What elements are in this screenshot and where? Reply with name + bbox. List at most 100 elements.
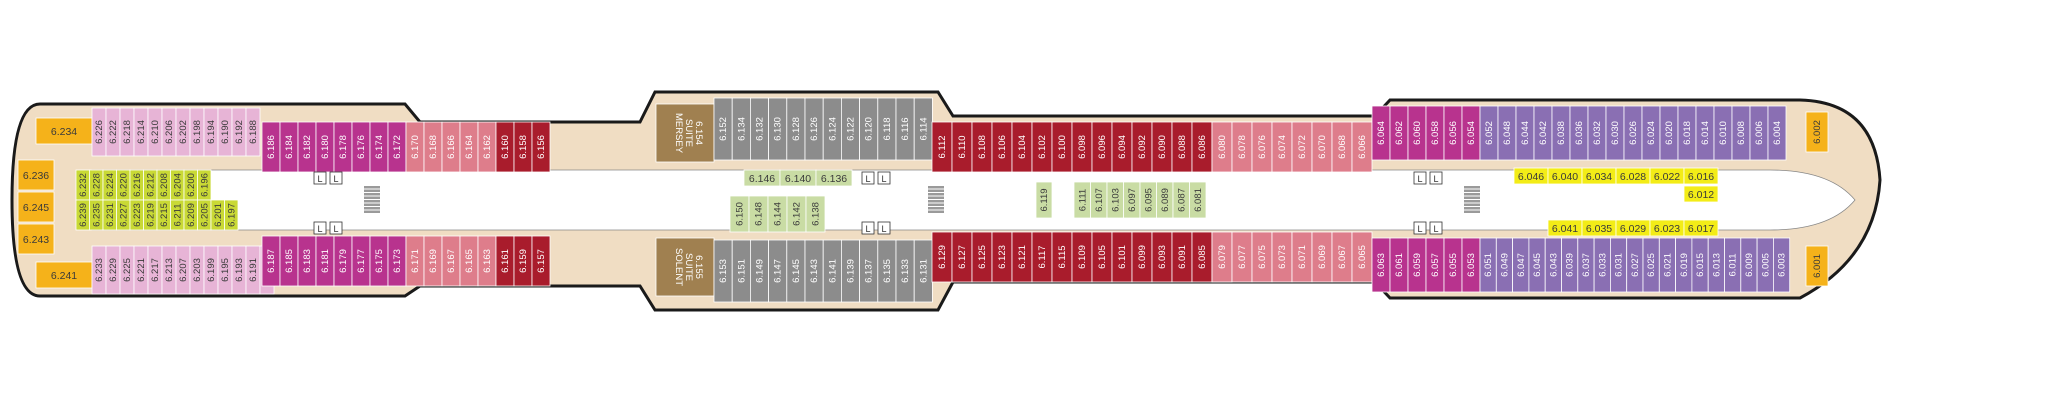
cabin-6-110[interactable]: 6.110 [951, 121, 973, 173]
cabin-6-111[interactable]: 6.111 [1073, 181, 1091, 219]
cabin-6-172[interactable]: 6.172 [387, 121, 407, 173]
cabin-6-180[interactable]: 6.180 [315, 121, 335, 173]
cabin-6-199[interactable]: 6.199 [203, 245, 219, 295]
cabin-6-022[interactable]: 6.022 [1649, 167, 1685, 185]
cabin-6-039[interactable]: 6.039 [1561, 237, 1579, 293]
cabin-6-179[interactable]: 6.179 [333, 235, 353, 287]
cabin-6-085[interactable]: 6.085 [1191, 231, 1213, 283]
cabin-6-127[interactable]: 6.127 [951, 231, 973, 283]
cabin-6-174[interactable]: 6.174 [369, 121, 389, 173]
cabin-6-149[interactable]: 6.149 [750, 239, 770, 303]
cabin-6-228[interactable]: 6.228 [89, 169, 104, 201]
cabin-6-129[interactable]: 6.129 [931, 231, 953, 283]
cabin-6-143[interactable]: 6.143 [804, 239, 824, 303]
cabin-6-012[interactable]: 6.012 [1683, 185, 1719, 203]
cabin-6-086[interactable]: 6.086 [1191, 121, 1213, 173]
cabin-6-213[interactable]: 6.213 [161, 245, 177, 295]
cabin-6-100[interactable]: 6.100 [1051, 121, 1073, 173]
cabin-6-185[interactable]: 6.185 [279, 235, 299, 287]
cabin-6-207[interactable]: 6.207 [175, 245, 191, 295]
cabin-6-087[interactable]: 6.087 [1172, 181, 1190, 219]
cabin-6-188[interactable]: 6.188 [245, 107, 261, 157]
cabin-6-069[interactable]: 6.069 [1311, 231, 1333, 283]
cabin-6-125[interactable]: 6.125 [971, 231, 993, 283]
cabin-6-203[interactable]: 6.203 [189, 245, 205, 295]
cabin-6-209[interactable]: 6.209 [183, 199, 198, 231]
cabin-6-162[interactable]: 6.162 [477, 121, 497, 173]
cabin-6-035[interactable]: 6.035 [1581, 219, 1617, 237]
cabin-6-055[interactable]: 6.055 [1443, 237, 1463, 293]
cabin-6-060[interactable]: 6.060 [1407, 105, 1427, 161]
cabin-6-191[interactable]: 6.191 [245, 245, 261, 295]
cabin-6-023[interactable]: 6.023 [1649, 219, 1685, 237]
cabin-6-116[interactable]: 6.116 [895, 97, 915, 161]
cabin-6-068[interactable]: 6.068 [1331, 121, 1353, 173]
cabin-6-170[interactable]: 6.170 [405, 121, 425, 173]
cabin-6-157[interactable]: 6.157 [531, 235, 551, 287]
cabin-6-088[interactable]: 6.088 [1171, 121, 1193, 173]
cabin-6-089[interactable]: 6.089 [1156, 181, 1174, 219]
cabin-6-215[interactable]: 6.215 [156, 199, 171, 231]
cabin-6-201[interactable]: 6.201 [210, 199, 225, 231]
cabin-6-004[interactable]: 6.004 [1767, 105, 1787, 161]
cabin-6-161[interactable]: 6.161 [495, 235, 515, 287]
cabin-6-028[interactable]: 6.028 [1615, 167, 1651, 185]
cabin-6-227[interactable]: 6.227 [116, 199, 131, 231]
cabin-6-048[interactable]: 6.048 [1497, 105, 1517, 161]
cabin-6-164[interactable]: 6.164 [459, 121, 479, 173]
cabin-6-018[interactable]: 6.018 [1677, 105, 1697, 161]
cabin-6-091[interactable]: 6.091 [1171, 231, 1193, 283]
cabin-6-044[interactable]: 6.044 [1515, 105, 1535, 161]
cabin-6-177[interactable]: 6.177 [351, 235, 371, 287]
cabin-6-194[interactable]: 6.194 [203, 107, 219, 157]
cabin-6-066[interactable]: 6.066 [1351, 121, 1373, 173]
cabin-6-077[interactable]: 6.077 [1231, 231, 1253, 283]
cabin-6-153[interactable]: 6.153 [713, 239, 733, 303]
cabin-6-217[interactable]: 6.217 [147, 245, 163, 295]
cabin-6-003[interactable]: 6.003 [1773, 237, 1791, 293]
cabin-6-027[interactable]: 6.027 [1626, 237, 1644, 293]
cabin-6-112[interactable]: 6.112 [931, 121, 953, 173]
cabin-6-024[interactable]: 6.024 [1641, 105, 1661, 161]
cabin-6-009[interactable]: 6.009 [1740, 237, 1758, 293]
cabin-6-200[interactable]: 6.200 [183, 169, 198, 201]
cabin-6-074[interactable]: 6.074 [1271, 121, 1293, 173]
cabin-6-229[interactable]: 6.229 [105, 245, 121, 295]
cabin-6-211[interactable]: 6.211 [170, 199, 185, 231]
cabin-6-135[interactable]: 6.135 [877, 239, 897, 303]
cabin-6-010[interactable]: 6.010 [1713, 105, 1733, 161]
cabin-6-006[interactable]: 6.006 [1749, 105, 1769, 161]
cabin-6-198[interactable]: 6.198 [189, 107, 205, 157]
cabin-6-073[interactable]: 6.073 [1271, 231, 1293, 283]
cabin-6-181[interactable]: 6.181 [315, 235, 335, 287]
cabin-6-208[interactable]: 6.208 [156, 169, 171, 201]
cabin-6-095[interactable]: 6.095 [1139, 181, 1157, 219]
cabin-6-021[interactable]: 6.021 [1658, 237, 1677, 293]
cabin-6-224[interactable]: 6.224 [102, 169, 117, 201]
cabin-6-103[interactable]: 6.103 [1106, 181, 1124, 219]
cabin-6-037[interactable]: 6.037 [1577, 237, 1595, 293]
cabin-6-026[interactable]: 6.026 [1623, 105, 1643, 161]
cabin-6-051[interactable]: 6.051 [1479, 237, 1497, 293]
cabin-6-169[interactable]: 6.169 [423, 235, 443, 287]
cabin-6-076[interactable]: 6.076 [1251, 121, 1273, 173]
cabin-6-241[interactable]: 6.241 [35, 261, 93, 289]
cabin-6-142[interactable]: 6.142 [786, 195, 807, 233]
cabin-6-036[interactable]: 6.036 [1569, 105, 1589, 161]
cabin-6-193[interactable]: 6.193 [231, 245, 247, 295]
cabin-6-173[interactable]: 6.173 [387, 235, 407, 287]
cabin-6-034[interactable]: 6.034 [1581, 167, 1617, 185]
cabin-6-019[interactable]: 6.019 [1675, 237, 1693, 293]
cabin-6-226[interactable]: 6.226 [91, 107, 107, 157]
cabin-6-175[interactable]: 6.175 [369, 235, 389, 287]
cabin-6-223[interactable]: 6.223 [129, 199, 144, 231]
cabin-6-243[interactable]: 6.243 [17, 223, 55, 255]
cabin-6-117[interactable]: 6.117 [1031, 231, 1053, 283]
cabin-6-137[interactable]: 6.137 [859, 239, 879, 303]
cabin-6-171[interactable]: 6.171 [405, 235, 425, 287]
cabin-6-195[interactable]: 6.195 [217, 245, 233, 295]
cabin-6-204[interactable]: 6.204 [170, 169, 185, 201]
cabin-6-107[interactable]: 6.107 [1090, 181, 1108, 219]
cabin-6-145[interactable]: 6.145 [786, 239, 806, 303]
cabin-6-234[interactable]: 6.234 [35, 117, 93, 145]
